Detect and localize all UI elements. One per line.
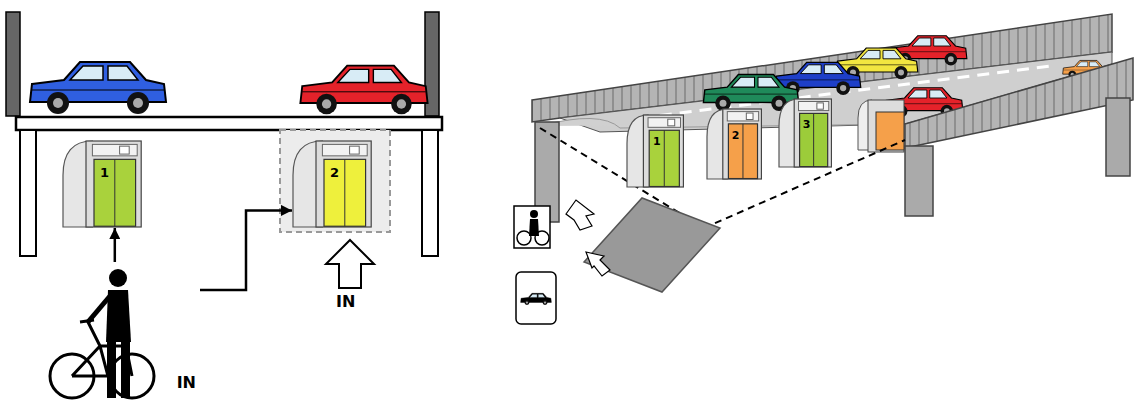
elevator-number: 1	[649, 136, 664, 148]
left-deck	[6, 12, 442, 288]
cyclist-figure	[50, 269, 154, 398]
elevator-booth: 3	[778, 98, 832, 168]
booth-outline	[62, 140, 142, 228]
elevator-booth: 1	[62, 140, 142, 228]
entry-label: IN	[177, 374, 196, 392]
entry-label: IN	[336, 293, 355, 311]
booth-outline	[706, 108, 762, 180]
cyclist-entry: IN	[48, 262, 200, 402]
elevator-booth: 2	[292, 140, 372, 228]
right-deck	[514, 14, 1133, 324]
elevator-booth: 1	[626, 114, 684, 188]
booth-outline	[778, 98, 832, 168]
elevator-number: 2	[324, 166, 345, 180]
walk-arrow	[200, 210, 292, 290]
booth-outline	[292, 140, 372, 228]
elevator-booth: 2	[706, 108, 762, 180]
elevator-number: 2	[728, 130, 743, 142]
elevator-number: 3	[800, 119, 814, 131]
elevator-number: 1	[94, 166, 115, 180]
walk-arrow	[114, 228, 117, 262]
booth-outline	[626, 114, 684, 188]
